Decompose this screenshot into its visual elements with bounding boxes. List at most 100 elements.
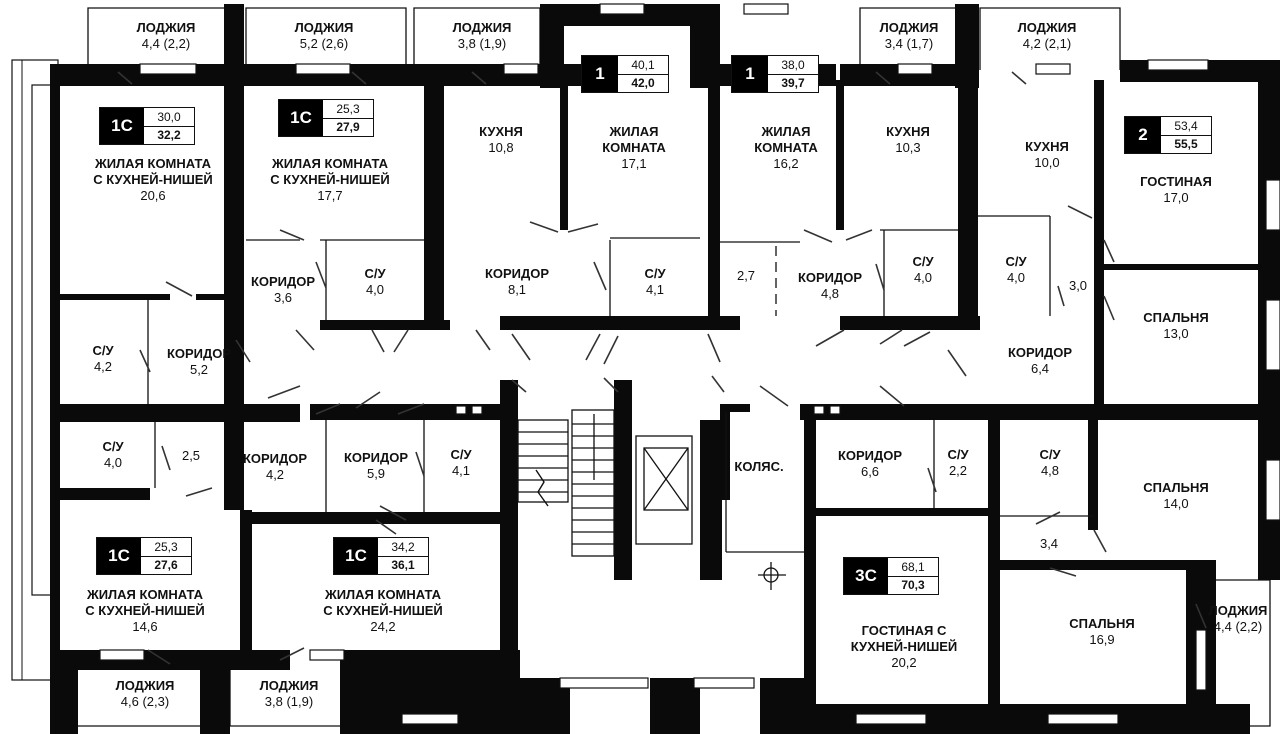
staircase <box>517 409 615 557</box>
elevator-shaft <box>635 435 693 545</box>
doors <box>117 71 1207 665</box>
room-name: СПАЛЬНЯ <box>1143 310 1209 325</box>
room-area: 10,0 <box>1034 155 1060 170</box>
room-name: С/У <box>102 439 124 454</box>
room-name: ГОСТИНАЯ <box>1140 174 1212 189</box>
room-area: 10,3 <box>895 140 921 155</box>
total-area: 32,2 <box>144 125 194 145</box>
room-name: КОРИДОР <box>250 274 316 289</box>
room-area: 4,2 (2,1) <box>1022 36 1072 51</box>
room-name: КУХНЯ <box>1025 139 1069 154</box>
living-area: 40,1 <box>631 57 655 72</box>
room-name: СПАЛЬНЯ <box>1143 480 1209 495</box>
total-area: 70,3 <box>888 575 938 595</box>
room-area: 20,2 <box>891 655 917 670</box>
room-area: 4,0 <box>1006 270 1026 285</box>
room-name: СПАЛЬНЯ <box>1069 616 1135 631</box>
room-name: КУХНЯ <box>479 124 523 139</box>
apartment-type: 1 <box>582 56 618 92</box>
room-area: 14,0 <box>1163 496 1189 511</box>
room-name: С КУХНЕЙ-НИШЕЙ <box>270 172 390 187</box>
room-name: ЛОДЖИЯ <box>452 20 512 35</box>
room-label: 2,7 <box>737 268 755 284</box>
room-area: 4,0 <box>365 282 385 297</box>
shaft-marker <box>758 562 786 590</box>
room-name: ЖИЛАЯ <box>609 124 659 139</box>
windows <box>99 3 1280 725</box>
living-area: 38,0 <box>781 57 805 72</box>
room-name: ЖИЛАЯ КОМНАТА <box>271 156 389 171</box>
room-area: 3,0 <box>1068 278 1088 293</box>
partitions <box>147 215 1094 553</box>
room-name: КОМНАТА <box>754 140 818 155</box>
room-area: 14,6 <box>132 619 158 634</box>
living-area: 53,4 <box>1174 118 1198 133</box>
room-area: 4,1 <box>645 282 665 297</box>
room-area: 2,5 <box>181 448 201 463</box>
room-area: 3,4 <box>1039 536 1059 551</box>
room-name: ЛОДЖИЯ <box>294 20 354 35</box>
room-label: КОЛЯС. <box>734 459 783 475</box>
room-area: 4,4 (2,2) <box>1213 619 1263 634</box>
total-area: 42,0 <box>618 73 668 93</box>
room-area: 4,8 <box>1040 463 1060 478</box>
room-name: С КУХНЕЙ-НИШЕЙ <box>323 603 443 618</box>
room-name: КУХНЕЙ-НИШЕЙ <box>850 639 958 654</box>
living-area: 25,3 <box>336 101 360 116</box>
room-area: 6,4 <box>1030 361 1050 376</box>
room-label: 3,4 <box>1040 536 1058 552</box>
room-name: С/У <box>92 343 114 358</box>
room-area: 5,9 <box>366 466 386 481</box>
total-area: 27,9 <box>323 117 373 137</box>
room-area: 4,2 <box>93 359 113 374</box>
room-name: С/У <box>450 447 472 462</box>
room-area: 4,2 <box>265 467 285 482</box>
room-area: 4,0 <box>103 455 123 470</box>
living-area: 30,0 <box>157 109 181 124</box>
room-name: ЛОДЖИЯ <box>136 20 196 35</box>
room-area: 20,6 <box>140 188 166 203</box>
apartment-type: 1С <box>100 108 144 144</box>
room-area: 3,8 (1,9) <box>457 36 507 51</box>
room-name: ЛОДЖИЯ <box>1208 603 1268 618</box>
room-area: 2,2 <box>948 463 968 478</box>
room-area: 10,8 <box>488 140 514 155</box>
room-name: ЖИЛАЯ КОМНАТА <box>86 587 204 602</box>
room-area: 13,0 <box>1163 326 1189 341</box>
room-name: ЛОДЖИЯ <box>879 20 939 35</box>
room-area: 5,2 <box>189 362 209 377</box>
room-name: ЖИЛАЯ КОМНАТА <box>324 587 442 602</box>
room-area: 17,1 <box>621 156 647 171</box>
room-label: 3,0 <box>1069 278 1087 294</box>
living-area: 34,2 <box>391 539 415 554</box>
room-area: 5,2 (2,6) <box>299 36 349 51</box>
